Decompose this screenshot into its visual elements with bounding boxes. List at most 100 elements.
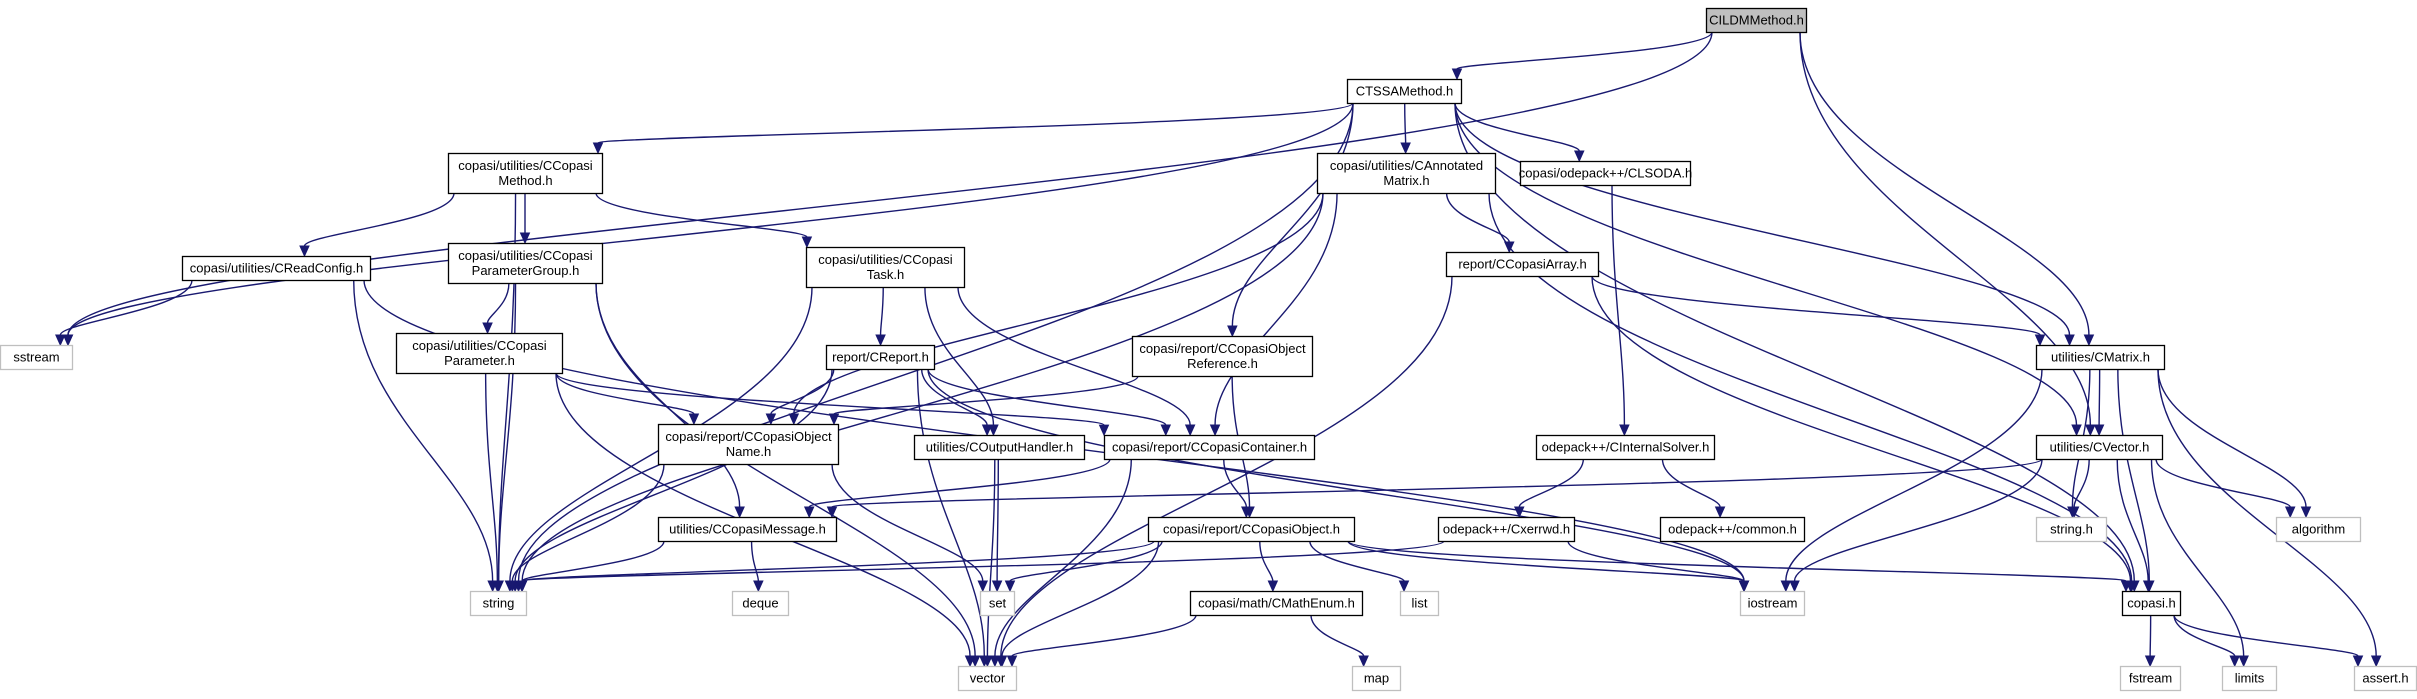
node-label-ccpg-0: copasi/utilities/CCopasi <box>458 248 593 263</box>
edge-arrowhead-ccm-to-crc <box>299 245 310 258</box>
node-rca[interactable]: report/CCopasiArray.h <box>1445 251 1600 278</box>
node-cmatrix[interactable]: utilities/CMatrix.h <box>2035 344 2166 371</box>
edge-crc-to-sstream <box>59 279 193 336</box>
node-set[interactable]: set <box>979 590 1016 617</box>
node-cme[interactable]: copasi/math/CMathEnum.h <box>1189 590 1364 617</box>
node-box-ccc <box>1103 434 1316 461</box>
node-rcr[interactable]: report/CReport.h <box>825 344 936 371</box>
edge-cvector-to-copasi <box>2116 458 2149 582</box>
node-label-cmatrix-0: utilities/CMatrix.h <box>2051 350 2150 365</box>
node-cildm[interactable]: CILDMMethod.h <box>1705 7 1808 34</box>
edge-arrowhead-cct-to-rcr <box>875 334 886 347</box>
node-ccmsg[interactable]: utilities/CCopasiMessage.h <box>657 516 838 543</box>
node-string[interactable]: string <box>469 590 528 617</box>
node-vector[interactable]: vector <box>957 665 1018 692</box>
node-label-cct-1: Task.h <box>867 267 905 282</box>
node-label-iostream-0: iostream <box>1748 596 1798 611</box>
edge-cxerrwd-to-string <box>521 540 1445 582</box>
edge-arrowhead-cvector-to-limits <box>2238 655 2249 668</box>
edge-rcr-to-ccc <box>927 368 1167 426</box>
edge-arrowhead-coh-to-set <box>991 580 1003 593</box>
edge-arrowhead-cildm-to-cmatrix <box>2083 334 2095 347</box>
node-cxerrwd[interactable]: odepack++/Cxerrwd.h <box>1437 516 1576 543</box>
edge-arrowhead-cxerrwd-to-iostream <box>1738 580 1750 593</box>
edge-cct-to-rcr <box>879 286 884 336</box>
node-box-deque <box>731 590 790 617</box>
edge-arrowhead-cvector-to-iostream <box>1789 580 1800 593</box>
edge-arrowhead-cvector-to-stringh <box>2068 506 2080 519</box>
edge-arrowhead-cme-to-map <box>1358 655 1369 668</box>
node-box-common <box>1659 516 1806 543</box>
edge-ctssa-to-cmatrix <box>1454 102 2071 336</box>
node-label-ccp-0: copasi/utilities/CCopasi <box>412 338 547 353</box>
node-label-clsoda-0: copasi/odepack++/CLSODA.h <box>1519 166 1692 181</box>
edge-cis-to-cxerrwd <box>1518 458 1585 508</box>
node-algorithm[interactable]: algorithm <box>2275 516 2362 543</box>
node-label-cvector-0: utilities/CVector.h <box>2050 440 2150 455</box>
node-box-iostream <box>1739 590 1806 617</box>
node-clsoda[interactable]: copasi/odepack++/CLSODA.h <box>1519 160 1692 187</box>
edge-arrowhead-cildm-to-ctssa <box>1451 68 1463 81</box>
node-label-stringh-0: string.h <box>2050 522 2093 537</box>
node-map[interactable]: map <box>1351 665 1402 692</box>
node-box-ccor <box>1131 335 1314 378</box>
edge-arrowhead-cco-to-list <box>1398 580 1410 593</box>
edge-cvector-to-stringh <box>2073 458 2090 508</box>
edge-crc-to-string <box>353 279 494 582</box>
node-cco[interactable]: copasi/report/CCopasiObject.h <box>1147 516 1356 543</box>
edge-cme-to-vector <box>1011 614 1197 657</box>
edge-arrowhead-crc-to-sstream <box>55 334 66 347</box>
node-deque[interactable]: deque <box>731 590 790 617</box>
edge-ccc-to-cco <box>1223 458 1248 508</box>
node-cis[interactable]: odepack++/CInternalSolver.h <box>1535 434 1716 461</box>
edge-cme-to-map <box>1310 614 1365 657</box>
node-box-ccon <box>657 423 840 466</box>
node-fstream[interactable]: fstream <box>2119 665 2182 692</box>
node-list[interactable]: list <box>1399 590 1440 617</box>
edge-cam-to-ccon <box>793 192 1324 415</box>
node-asserth[interactable]: assert.h <box>2353 665 2417 692</box>
edge-arrowhead-rcr-to-ccc <box>1160 424 1172 437</box>
edge-ccpg-to-string <box>497 282 517 582</box>
edge-arrowhead-cildm-to-cvector <box>2085 424 2096 437</box>
edge-cco-to-iostream <box>1347 540 1745 582</box>
node-common[interactable]: odepack++/common.h <box>1659 516 1806 543</box>
edge-arrowhead-rcr-to-ccon <box>765 413 777 426</box>
node-ccc[interactable]: copasi/report/CCopasiContainer.h <box>1103 434 1316 461</box>
edge-arrowhead-ccp-to-vector <box>964 655 976 668</box>
edge-ccpg-to-ccp <box>486 282 510 324</box>
edge-cco-to-set <box>1009 540 1163 582</box>
node-crc[interactable]: copasi/utilities/CReadConfig.h <box>181 255 372 282</box>
edge-arrowhead-ccor-to-ccon <box>828 413 840 426</box>
node-limits[interactable]: limits <box>2221 665 2278 692</box>
node-stringh[interactable]: string.h <box>2035 516 2108 543</box>
node-sstream[interactable]: sstream <box>0 344 74 371</box>
edge-cildm-to-ctssa <box>1456 31 1713 70</box>
edge-arrowhead-ccc-to-ccmsg <box>803 506 815 519</box>
node-cvector[interactable]: utilities/CVector.h <box>2035 434 2164 461</box>
edge-arrowhead-copasi-to-fstream <box>2144 655 2156 668</box>
node-coh[interactable]: utilities/COutputHandler.h <box>913 434 1086 461</box>
node-copasi[interactable]: copasi.h <box>2121 590 2182 617</box>
node-iostream[interactable]: iostream <box>1739 590 1806 617</box>
edge-arrowhead-rcr-to-coh <box>981 424 993 437</box>
edge-cvector-to-limits <box>2150 458 2245 657</box>
edge-arrowhead-ccm-to-cct <box>801 236 813 249</box>
node-label-list-0: list <box>1412 596 1428 611</box>
node-label-ccc-0: copasi/report/CCopasiContainer.h <box>1112 440 1307 455</box>
edge-arrowhead-clsoda-to-cis <box>1619 424 1630 437</box>
node-ctssa[interactable]: CTSSAMethod.h <box>1346 78 1463 105</box>
edge-arrowhead-ccp-to-string <box>492 580 503 593</box>
edge-ccpg-to-ccmsg <box>595 282 741 508</box>
edge-arrowhead-copasi-to-asserth <box>2352 655 2364 668</box>
edge-arrowhead-cco-to-set <box>1004 580 1016 593</box>
node-label-cam-0: copasi/utilities/CAnnotated <box>1330 158 1483 173</box>
edge-cxerrwd-to-iostream <box>1567 540 1745 582</box>
